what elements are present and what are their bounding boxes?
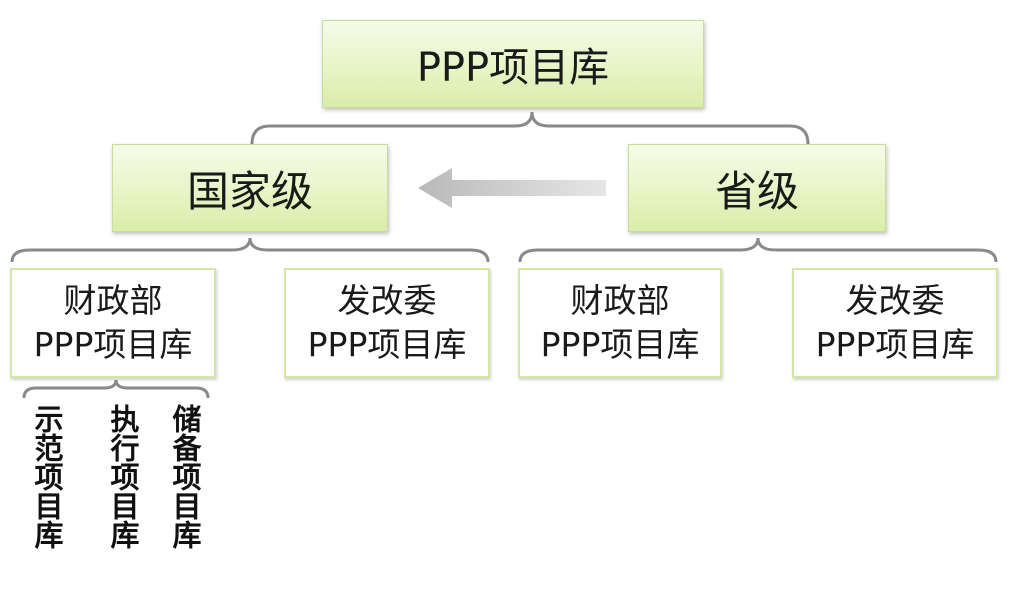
execution-project-library-label: 执行项目库 bbox=[106, 404, 140, 549]
national-mof-library-node: 财政部 PPP项目库 bbox=[10, 268, 216, 378]
national-brace bbox=[10, 237, 490, 263]
root-brace bbox=[250, 111, 810, 145]
provincial-mof-line2: PPP项目库 bbox=[540, 325, 700, 364]
national-ndrc-line2: PPP项目库 bbox=[307, 325, 467, 364]
provincial-brace bbox=[518, 237, 998, 263]
provincial-ndrc-line1: 发改委 bbox=[845, 281, 945, 320]
national-ndrc-library-node: 发改委 PPP项目库 bbox=[284, 268, 490, 378]
provincial-mof-library-node: 财政部 PPP项目库 bbox=[518, 268, 722, 378]
reserve-project-library-label: 储备项目库 bbox=[168, 404, 202, 549]
demonstration-project-library-label: 示范项目库 bbox=[30, 404, 64, 549]
provincial-mof-line1: 财政部 bbox=[570, 281, 670, 320]
national-mof-line2: PPP项目库 bbox=[33, 325, 193, 364]
root-label: PPP项目库 bbox=[416, 45, 610, 91]
national-ndrc-line1: 发改委 bbox=[337, 281, 437, 320]
ppp-project-library-root: PPP项目库 bbox=[322, 20, 704, 108]
provincial-level-node: 省级 bbox=[628, 144, 886, 232]
provincial-ndrc-library-node: 发改委 PPP项目库 bbox=[792, 268, 998, 378]
national-level-node: 国家级 bbox=[112, 144, 388, 232]
provincial-level-label: 省级 bbox=[714, 166, 799, 216]
mof-sub-brace bbox=[22, 379, 210, 399]
national-level-label: 国家级 bbox=[186, 166, 313, 216]
national-mof-line1: 财政部 bbox=[63, 281, 163, 320]
flow-arrow-icon bbox=[418, 168, 606, 208]
provincial-ndrc-line2: PPP项目库 bbox=[815, 325, 975, 364]
